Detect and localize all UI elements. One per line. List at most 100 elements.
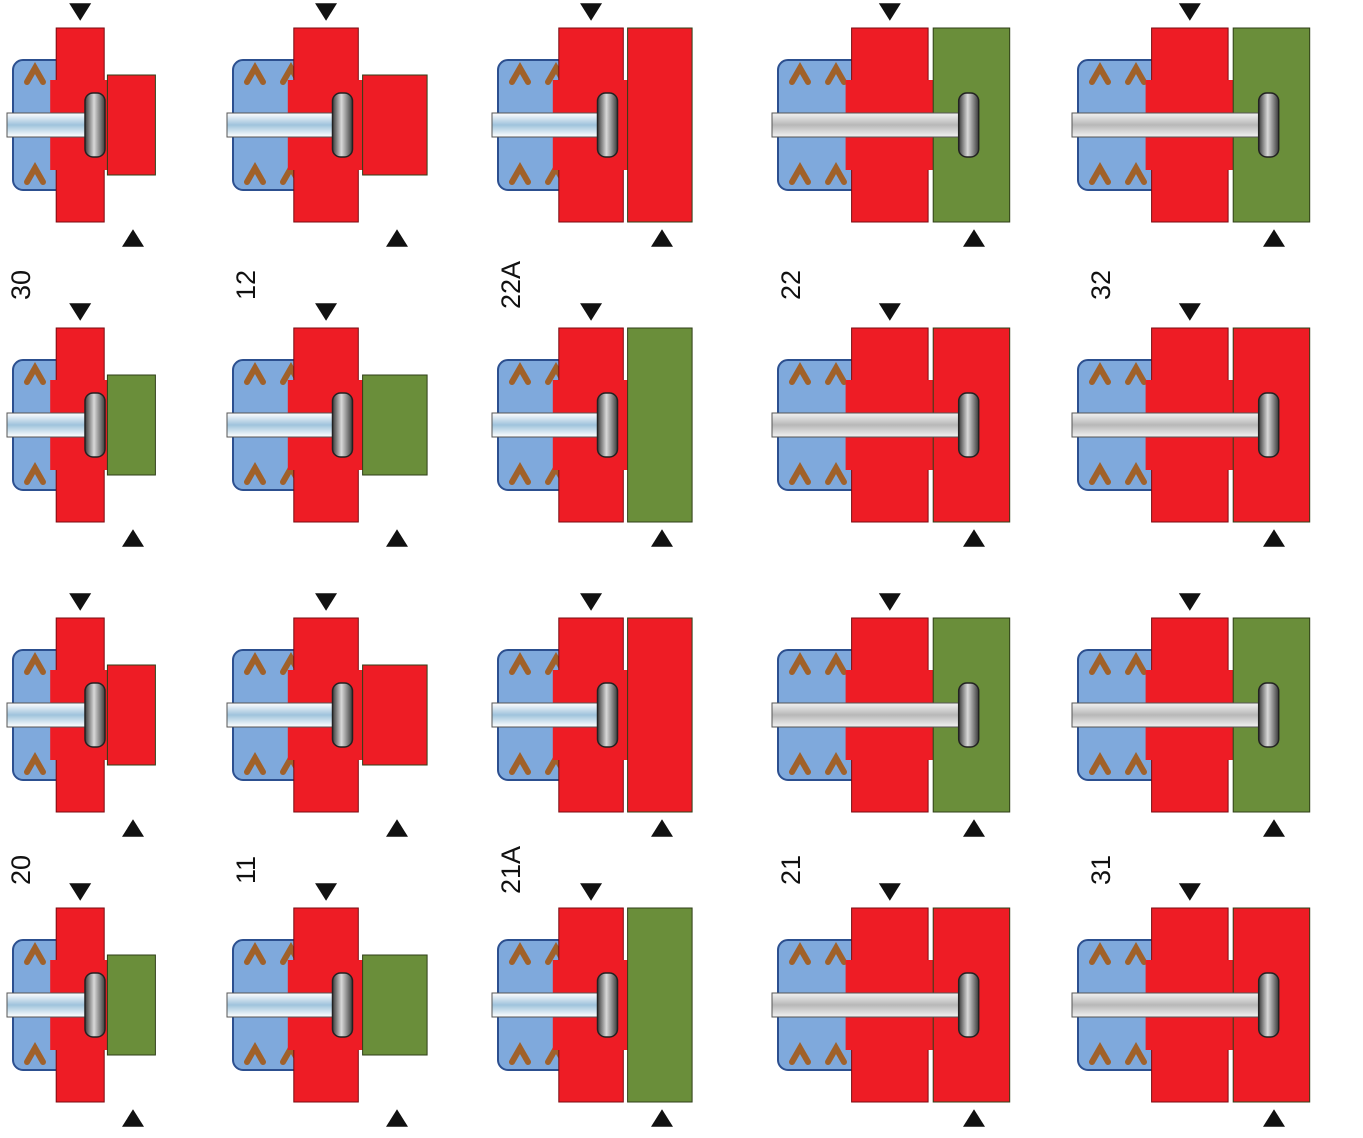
flow-arrow-icon xyxy=(315,883,337,901)
valve-spool-icon xyxy=(959,93,979,157)
flow-arrow-icon xyxy=(122,1109,144,1127)
valve-cell-r1c4 xyxy=(7,3,155,247)
flow-arrow-icon xyxy=(580,303,602,321)
valve-stem xyxy=(227,703,339,727)
chamber-secondary xyxy=(107,665,155,765)
flow-arrow-icon xyxy=(386,1109,408,1127)
valve-stem xyxy=(1072,113,1271,137)
diagram-label: 31 xyxy=(1086,855,1116,885)
valve-cell-r3c3 xyxy=(492,303,692,547)
valve-cell-r4c2 xyxy=(772,593,1010,837)
flow-arrow-icon xyxy=(580,593,602,611)
flow-arrow-icon xyxy=(879,303,901,321)
diagram-label: 32 xyxy=(1086,270,1116,300)
chamber-secondary xyxy=(628,618,693,812)
valve-cell-r4c4 xyxy=(772,3,1010,247)
valve-poppet-icon xyxy=(598,393,618,457)
valve-spool-icon xyxy=(1259,683,1279,747)
flow-arrow-icon xyxy=(1263,1109,1285,1127)
diagram-label: 12 xyxy=(231,270,261,300)
flow-arrow-icon xyxy=(1263,229,1285,247)
flow-arrow-icon xyxy=(69,883,91,901)
valve-spool-icon xyxy=(959,393,979,457)
valve-stem xyxy=(772,703,971,727)
flow-arrow-icon xyxy=(963,529,985,547)
diagram-label: 30 xyxy=(6,270,36,300)
flow-arrow-icon xyxy=(963,819,985,837)
diagram-label: 22A xyxy=(496,261,526,309)
flow-arrow-icon xyxy=(122,229,144,247)
flow-arrow-icon xyxy=(1179,593,1201,611)
valve-cell-r3c4 xyxy=(492,3,692,247)
valve-cell-r4c3 xyxy=(772,303,1010,547)
flow-arrow-icon xyxy=(1263,529,1285,547)
valve-stem xyxy=(492,703,604,727)
valve-stem xyxy=(1072,703,1271,727)
flow-arrow-icon xyxy=(879,3,901,21)
valve-spool-icon xyxy=(959,973,979,1037)
valve-stem xyxy=(492,413,604,437)
chamber-secondary xyxy=(628,28,693,222)
chamber-secondary xyxy=(107,375,155,475)
valve-stem xyxy=(492,993,604,1017)
valve-cell-r2c4 xyxy=(227,3,427,247)
diagram-label: 21 xyxy=(776,855,806,885)
flow-arrow-icon xyxy=(386,229,408,247)
valve-cell-r2c3 xyxy=(227,303,427,547)
valve-spool-icon xyxy=(1259,973,1279,1037)
flow-arrow-icon xyxy=(1263,819,1285,837)
valve-poppet-icon xyxy=(85,93,105,157)
valve-cell-r1c2 xyxy=(7,593,155,837)
valve-stem xyxy=(772,413,971,437)
valve-poppet-icon xyxy=(598,93,618,157)
valve-poppet-icon xyxy=(333,93,353,157)
valve-poppet-icon xyxy=(333,683,353,747)
chamber-secondary xyxy=(363,75,428,175)
diagram-label: 11 xyxy=(231,856,261,884)
valve-stem xyxy=(1072,993,1271,1017)
flow-arrow-icon xyxy=(315,3,337,21)
chamber-secondary xyxy=(628,328,693,522)
flow-arrow-icon xyxy=(386,529,408,547)
flow-arrow-icon xyxy=(580,3,602,21)
valve-poppet-icon xyxy=(333,973,353,1037)
flow-arrow-icon xyxy=(315,593,337,611)
flow-arrow-icon xyxy=(69,593,91,611)
flow-arrow-icon xyxy=(69,3,91,21)
valve-cell-r1c3 xyxy=(7,303,155,547)
valve-stem xyxy=(1072,413,1271,437)
valve-stem xyxy=(7,413,90,437)
flow-arrow-icon xyxy=(651,819,673,837)
diagram-label: 21A xyxy=(496,846,526,894)
flow-arrow-icon xyxy=(122,529,144,547)
flow-arrow-icon xyxy=(879,593,901,611)
valve-stem xyxy=(7,113,90,137)
valve-stem xyxy=(7,993,90,1017)
valve-cell-r2c2 xyxy=(227,593,427,837)
valve-poppet-icon xyxy=(333,393,353,457)
chamber-secondary xyxy=(107,955,155,1055)
diagram-label: 20 xyxy=(6,855,36,885)
flow-arrow-icon xyxy=(122,819,144,837)
valve-stem xyxy=(492,113,604,137)
valve-stem xyxy=(7,703,90,727)
flow-arrow-icon xyxy=(651,529,673,547)
chamber-secondary xyxy=(628,908,693,1102)
valve-cell-r1c1 xyxy=(7,883,155,1127)
flow-arrow-icon xyxy=(1179,303,1201,321)
valve-spool-icon xyxy=(1259,93,1279,157)
valve-cell-r3c2 xyxy=(492,593,692,837)
valve-poppet-icon xyxy=(85,973,105,1037)
flow-arrow-icon xyxy=(963,229,985,247)
valve-stem xyxy=(772,993,971,1017)
valve-poppet-icon xyxy=(85,393,105,457)
valve-stem xyxy=(227,993,339,1017)
valve-cell-r3c1 xyxy=(492,883,692,1127)
valve-cell-r4c1 xyxy=(772,883,1010,1127)
chamber-secondary xyxy=(363,955,428,1055)
valve-stem xyxy=(227,113,339,137)
chamber-secondary xyxy=(363,375,428,475)
flow-arrow-icon xyxy=(963,1109,985,1127)
chamber-secondary xyxy=(107,75,155,175)
